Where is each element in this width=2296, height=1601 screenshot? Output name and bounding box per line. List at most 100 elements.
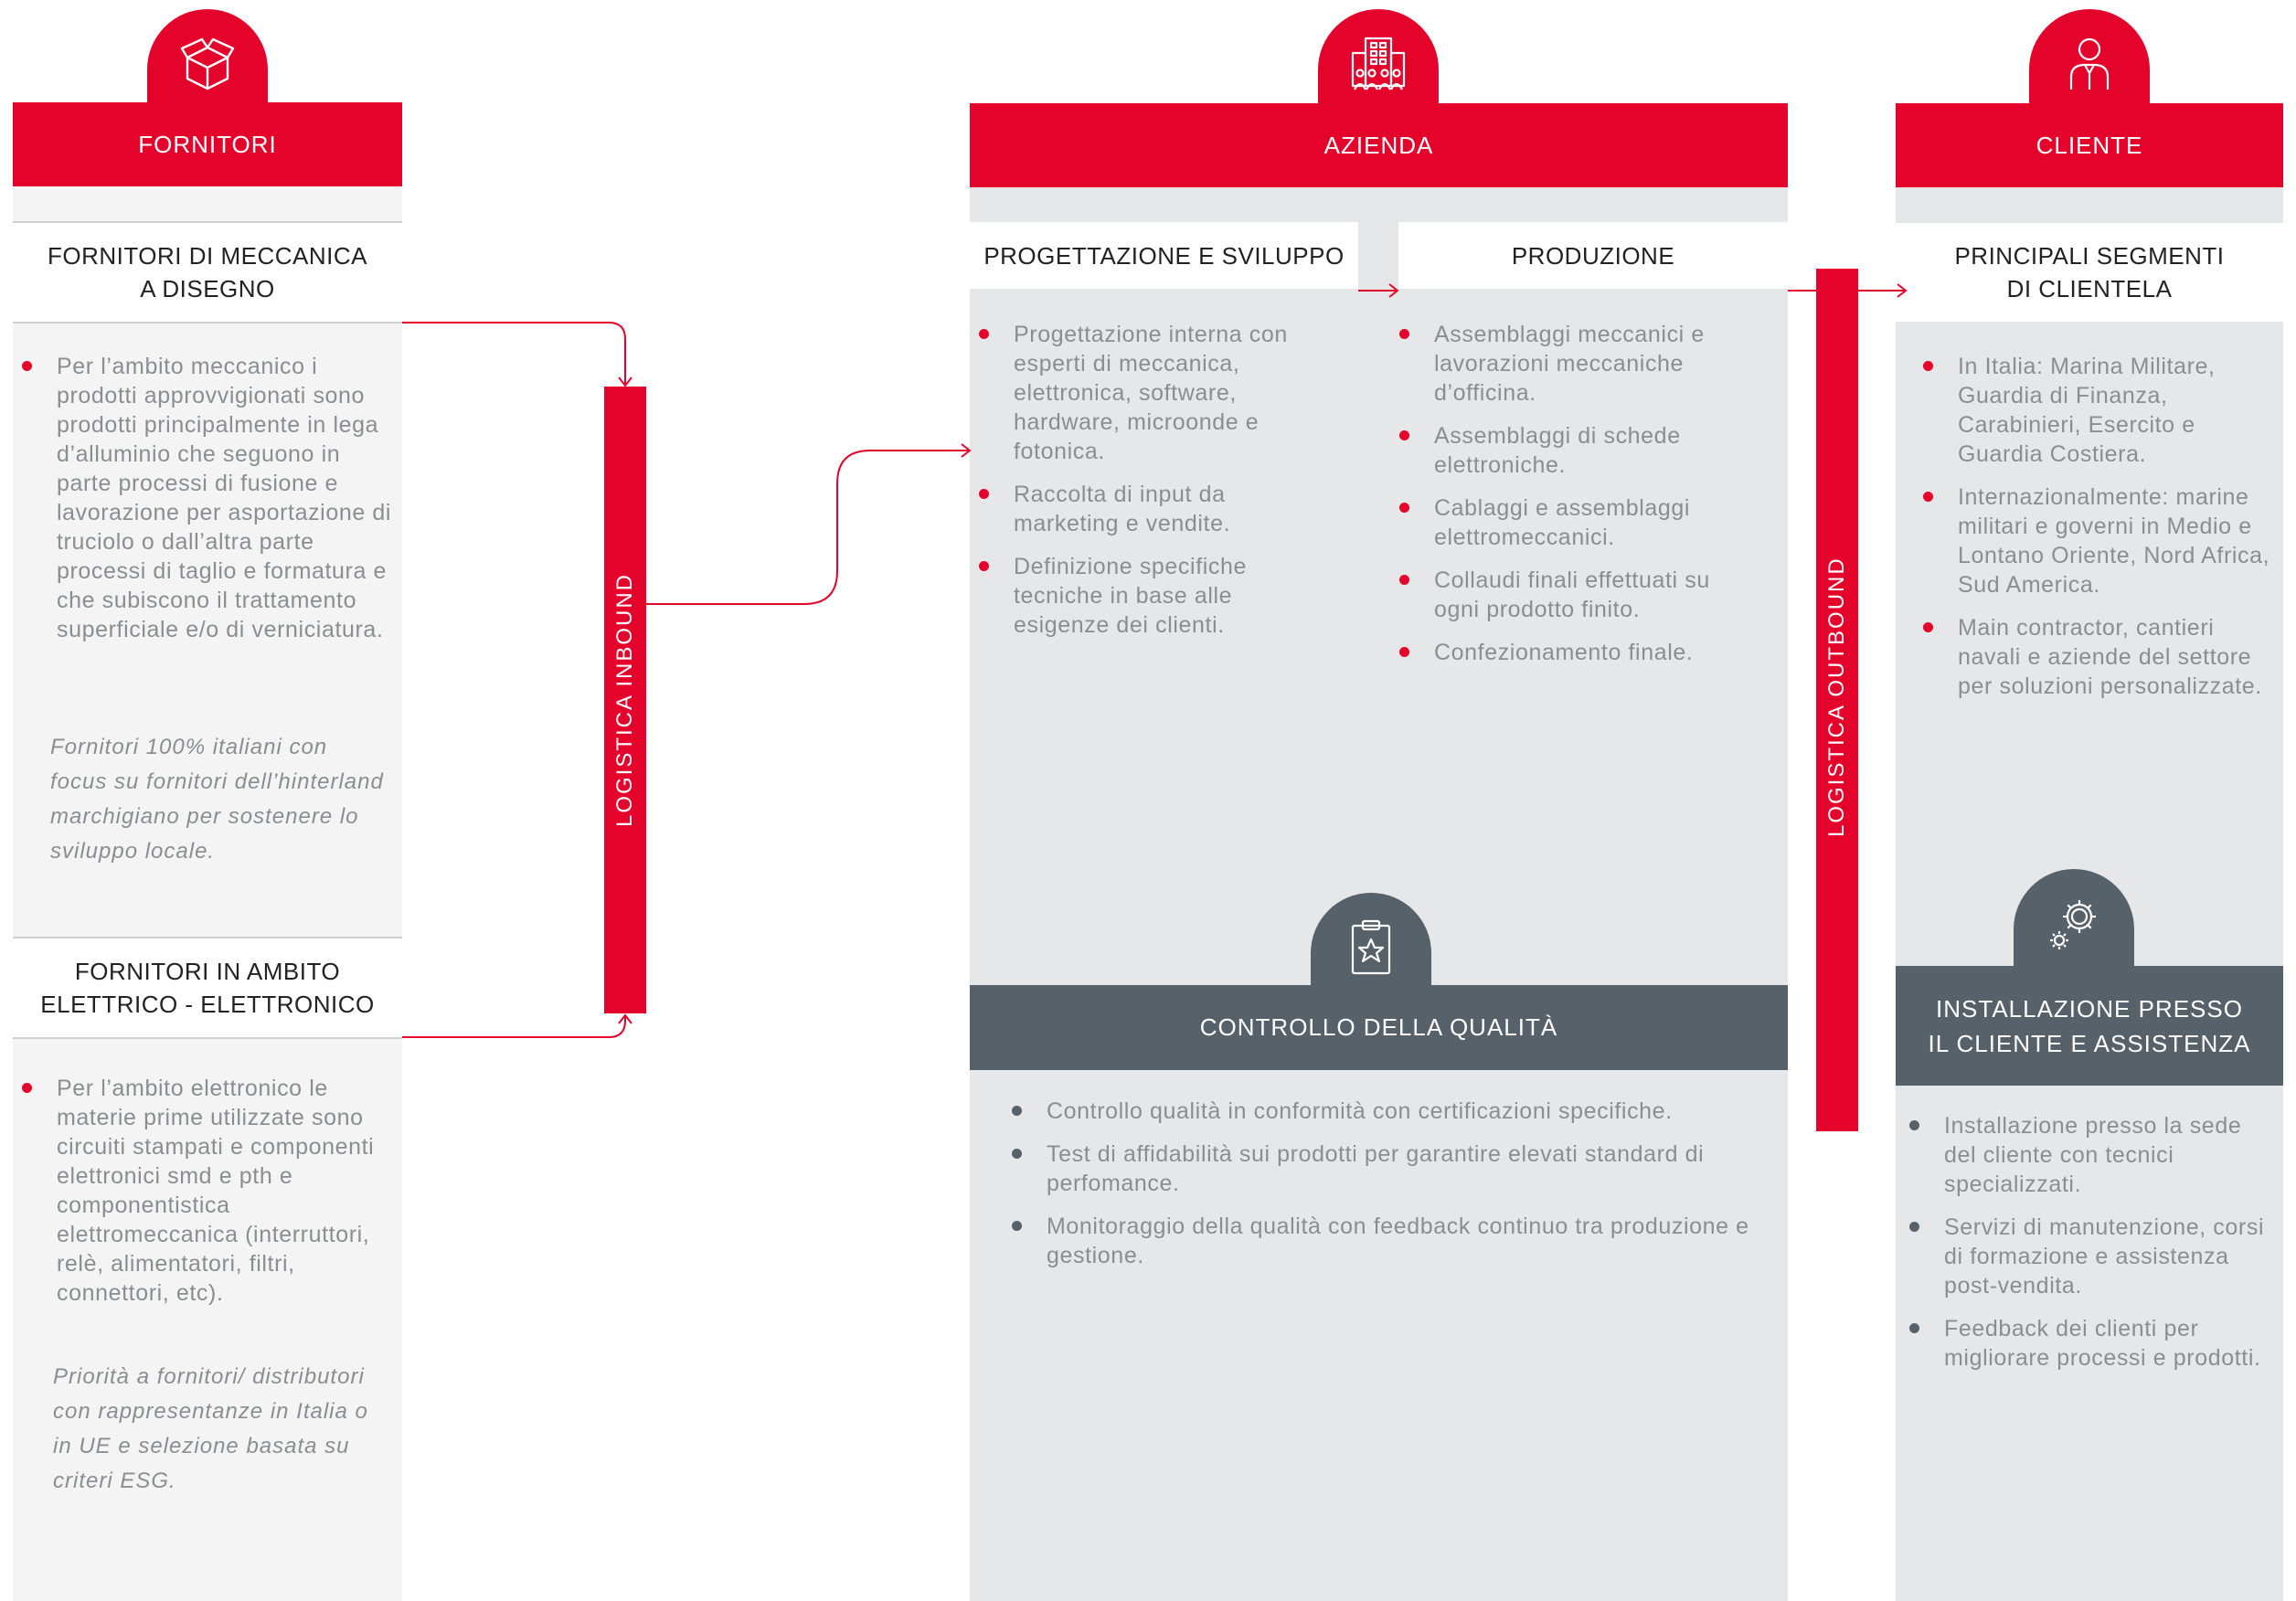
qualita-header-label: CONTROLLO DELLA QUALITÀ	[1199, 1013, 1558, 1041]
azienda-tab	[1318, 9, 1439, 106]
list-item-text: Collaudi finali effettuati su ogni prodo…	[1434, 567, 1710, 622]
bullet-dot	[1399, 329, 1409, 339]
building-icon	[1351, 37, 1406, 90]
title-line: DI CLIENTELA	[2006, 275, 2173, 302]
installazione-header: INSTALLAZIONE PRESSO IL CLIENTE E ASSIST…	[1896, 966, 2283, 1086]
bullet-dot	[22, 1083, 32, 1093]
produzione-title: PRODUZIONE	[1398, 222, 1788, 289]
list-item: Controllo qualità in conformità con cert…	[1012, 1097, 1761, 1126]
fornitori-header-label: FORNITORI	[138, 130, 277, 158]
fornitori-elettronico-title: FORNITORI IN AMBITO ELETTRICO - ELETTRON…	[13, 938, 402, 1037]
list-item: Internazionalmente: marine militari e go…	[1923, 482, 2280, 599]
azienda-header-label: AZIENDA	[1323, 131, 1434, 159]
list-item: Progettazione interna con esperti di mec…	[979, 320, 1326, 466]
list-item-text: Internazionalmente: marine militari e go…	[1958, 484, 2270, 598]
bullet-dot	[22, 361, 32, 371]
clipboard-star-icon	[1351, 919, 1391, 975]
connector-meccanica-inbound	[402, 322, 626, 384]
arrowhead	[618, 1013, 632, 1024]
bullet-dot	[1909, 1323, 1919, 1333]
list-item-text: Assemblaggi di schede elettroniche.	[1434, 423, 1681, 478]
list-item-text: Servizi di manutenzione, corsi di formaz…	[1944, 1214, 2265, 1299]
gears-icon	[2050, 900, 2096, 949]
logistica-inbound-bar	[604, 387, 646, 1013]
title-line: FORNITORI IN AMBITO	[74, 958, 341, 985]
fornitori-elettronico-note: Priorità a fornitori/ distributori con r…	[53, 1364, 368, 1493]
progettazione-title: PROGETTAZIONE E SVILUPPO	[970, 222, 1358, 289]
fornitori-meccanica-list: Per l’ambito meccanico i prodotti approv…	[22, 352, 397, 658]
fornitori-panel	[13, 186, 402, 1601]
list-item-text: Assemblaggi meccanici e lavorazioni mecc…	[1434, 322, 1705, 406]
list-item-text: Progettazione interna con esperti di mec…	[1014, 322, 1288, 464]
title-line: FORNITORI DI MECCANICA	[48, 242, 367, 270]
arrowhead	[961, 443, 972, 458]
title-line: ELETTRICO - ELETTRONICO	[40, 991, 375, 1018]
progettazione-list: Progettazione interna con esperti di mec…	[979, 320, 1326, 653]
title-line: IL CLIENTE E ASSISTENZA	[1928, 1029, 2251, 1057]
qualita-header: CONTROLLO DELLA QUALITÀ	[970, 985, 1788, 1070]
list-item-text: Main contractor, cantieri navali e azien…	[1958, 615, 2262, 699]
list-item-text: Installazione presso la sede del cliente…	[1944, 1113, 2242, 1197]
bullet-dot	[1012, 1221, 1022, 1231]
cliente-header-label: CLIENTE	[2036, 131, 2143, 159]
produzione-list: Assemblaggi meccanici e lavorazioni mecc…	[1399, 320, 1747, 681]
bullet-dot	[979, 561, 989, 571]
bullet-dot	[1399, 575, 1409, 585]
bullet-dot	[1923, 361, 1933, 371]
list-item-text: In Italia: Marina Militare, Guardia di F…	[1958, 354, 2216, 467]
divider	[13, 1037, 402, 1039]
divider	[13, 221, 402, 223]
divider	[13, 937, 402, 938]
list-item-text: Per l’ambito elettronico le materie prim…	[57, 1076, 375, 1306]
bullet-dot	[1399, 430, 1409, 440]
list-item-text: Definizione specifiche tecniche in base …	[1014, 554, 1247, 638]
logistica-outbound-bar	[1816, 269, 1858, 1131]
qualita-list: Controllo qualità in conformità con cert…	[1012, 1097, 1761, 1284]
list-item: Cablaggi e assemblaggi elettromeccanici.	[1399, 493, 1747, 552]
bullet-dot	[979, 489, 989, 499]
list-item-text: Per l’ambito meccanico i prodotti approv…	[57, 354, 392, 642]
title-line: PROGETTAZIONE E SVILUPPO	[983, 241, 1345, 270]
list-item: Feedback dei clienti per migliorare proc…	[1909, 1314, 2275, 1373]
list-item-text: Cablaggi e assemblaggi elettromeccanici.	[1434, 495, 1691, 550]
list-item: Definizione specifiche tecniche in base …	[979, 552, 1326, 640]
list-item-text: Test di affidabilità sui prodotti per ga…	[1047, 1141, 1705, 1196]
fornitori-meccanica-title: FORNITORI DI MECCANICA A DISEGNO	[13, 223, 402, 322]
segmenti-list: In Italia: Marina Militare, Guardia di F…	[1923, 352, 2280, 715]
qualita-tab	[1311, 893, 1431, 990]
logistica-outbound-label: LOGISTICA OUTBOUND	[1824, 557, 1849, 837]
azienda-header: AZIENDA	[970, 103, 1788, 187]
bullet-dot	[1923, 622, 1933, 632]
list-item: Per l’ambito elettronico le materie prim…	[22, 1074, 397, 1308]
list-item: Collaudi finali effettuati su ogni prodo…	[1399, 566, 1747, 624]
bullet-dot	[1909, 1222, 1919, 1232]
bullet-dot	[1923, 492, 1933, 502]
list-item: Per l’ambito meccanico i prodotti approv…	[22, 352, 397, 644]
bullet-dot	[1012, 1149, 1022, 1159]
list-item-text: Confezionamento finale.	[1434, 640, 1694, 665]
bullet-dot	[1399, 503, 1409, 513]
fornitori-tab	[147, 9, 268, 106]
bullet-dot	[1012, 1106, 1022, 1116]
cliente-tab	[2029, 9, 2150, 106]
list-item: Test di affidabilità sui prodotti per ga…	[1012, 1140, 1761, 1198]
list-item-text: Feedback dei clienti per migliorare proc…	[1944, 1316, 2261, 1371]
list-item: In Italia: Marina Militare, Guardia di F…	[1923, 352, 2280, 469]
customer-icon	[2069, 37, 2110, 90]
list-item: Monitoraggio della qualità con feedback …	[1012, 1212, 1761, 1270]
fornitori-meccanica-note: Fornitori 100% italiani con focus su for…	[50, 735, 384, 864]
list-item: Servizi di manutenzione, corsi di formaz…	[1909, 1213, 2275, 1300]
arrowhead	[618, 376, 632, 387]
logistica-inbound-label: LOGISTICA INBOUND	[612, 572, 637, 828]
list-item: Confezionamento finale.	[1399, 638, 1747, 667]
divider	[13, 322, 402, 323]
title-line: PRINCIPALI SEGMENTI	[1954, 242, 2225, 270]
list-item-text: Raccolta di input da marketing e vendite…	[1014, 482, 1231, 536]
list-item: Raccolta di input da marketing e vendite…	[979, 480, 1326, 538]
segmenti-title: PRINCIPALI SEGMENTI DI CLIENTELA	[1896, 223, 2283, 322]
list-item-text: Monitoraggio della qualità con feedback …	[1047, 1214, 1749, 1268]
installazione-list: Installazione presso la sede del cliente…	[1909, 1111, 2275, 1386]
list-item: Assemblaggi di schede elettroniche.	[1399, 421, 1747, 480]
bullet-dot	[979, 329, 989, 339]
bullet-dot	[1399, 647, 1409, 657]
